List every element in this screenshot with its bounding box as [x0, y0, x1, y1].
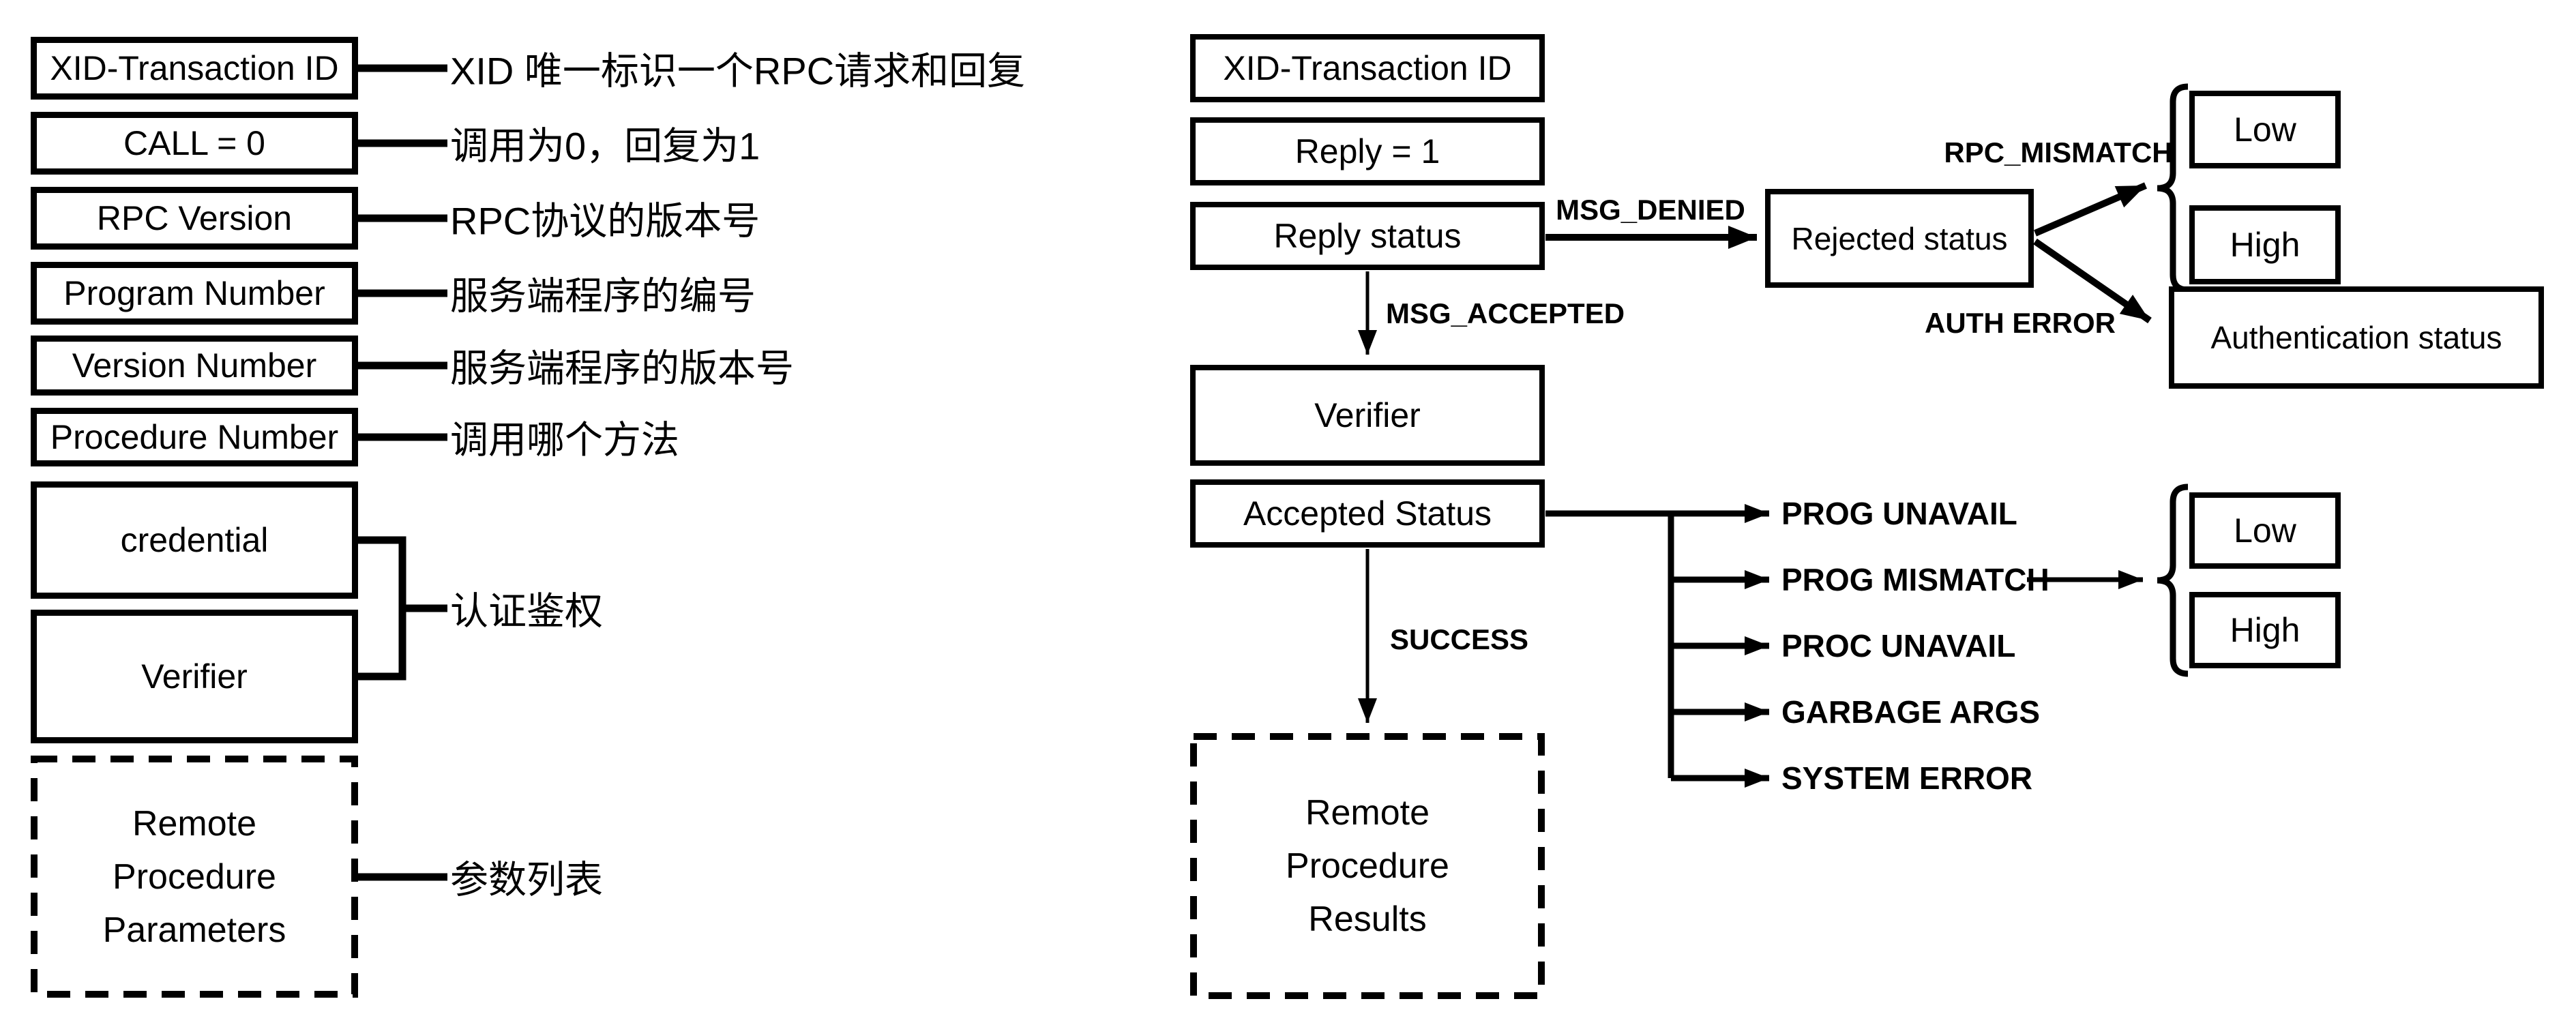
params-line-1: Remote: [132, 803, 257, 844]
box-program-number: Program Number: [31, 262, 358, 325]
box-accepted-status: Accepted Status: [1190, 479, 1545, 548]
branch-system-error: SYSTEM ERROR: [1781, 760, 2033, 796]
box-reply-1-label: Reply = 1: [1294, 132, 1440, 170]
box-rpc-version: RPC Version: [31, 187, 358, 250]
box-call-0-label: CALL = 0: [123, 124, 265, 162]
box-reply-status: Reply status: [1190, 202, 1545, 270]
dashed-box-remote-procedure-results: [1190, 733, 1545, 999]
box-xid-reply-label: XID-Transaction ID: [1223, 49, 1512, 87]
box-xid-reply: XID-Transaction ID: [1190, 34, 1545, 102]
box-procedure-number: Procedure Number: [31, 408, 358, 466]
box-rpc-version-label: RPC Version: [96, 199, 293, 237]
note-program-number: 服务端程序的编号: [450, 274, 756, 318]
results-line-1: Remote: [1305, 793, 1430, 833]
box-verifier-call: Verifier: [31, 610, 358, 743]
arrow-rpc-mismatch: [2034, 182, 2147, 237]
box-high-prog-mismatch-label: High: [2230, 611, 2300, 649]
box-verifier-reply-label: Verifier: [1314, 396, 1421, 434]
box-rejected-status: Rejected status: [1765, 189, 2034, 288]
branch-proc-unavail: PROC UNAVAIL: [1781, 628, 2016, 664]
note-parameters: 参数列表: [450, 858, 603, 902]
box-low-prog-mismatch-label: Low: [2234, 511, 2296, 550]
box-xid-call: XID-Transaction ID: [31, 37, 358, 100]
box-high-rpc-mismatch: High: [2189, 205, 2341, 284]
bracket-credential-verifier: [358, 536, 447, 681]
box-reply-1: Reply = 1: [1190, 117, 1545, 185]
params-line-2: Procedure: [113, 857, 276, 897]
box-low-rpc-mismatch-label: Low: [2234, 110, 2296, 149]
label-msg-denied: MSG_DENIED: [1556, 194, 1745, 226]
label-msg-accepted: MSG_ACCEPTED: [1386, 297, 1625, 329]
box-low-prog-mismatch: Low: [2189, 492, 2341, 569]
box-authentication-status: Authentication status: [2169, 286, 2544, 389]
note-xid: XID 唯一标识一个RPC请求和回复: [450, 49, 1026, 93]
box-accepted-status-label: Accepted Status: [1243, 494, 1492, 533]
box-version-number-label: Version Number: [72, 346, 317, 385]
note-procedure-number: 调用哪个方法: [450, 418, 679, 462]
box-remote-procedure-results: Remote Procedure Results: [1190, 733, 1545, 999]
box-high-prog-mismatch: High: [2189, 592, 2341, 668]
box-low-rpc-mismatch: Low: [2189, 91, 2341, 168]
box-reply-status-label: Reply status: [1273, 217, 1462, 255]
arrow-auth-error: [2033, 238, 2152, 324]
box-program-number-label: Program Number: [63, 274, 325, 312]
box-credential: credential: [31, 481, 358, 599]
box-verifier-reply: Verifier: [1190, 365, 1545, 466]
box-authentication-status-label: Authentication status: [2210, 320, 2502, 355]
brace-rpc-mismatch-range: [2157, 83, 2189, 293]
box-rejected-status-label: Rejected status: [1791, 220, 2008, 256]
brace-prog-mismatch-range: [2157, 483, 2189, 677]
branch-garbage-args: GARBAGE ARGS: [1781, 694, 2041, 730]
note-version-number: 服务端程序的版本号: [450, 346, 794, 390]
note-rpc-version: RPC协议的版本号: [450, 199, 760, 243]
box-credential-label: credential: [120, 521, 269, 559]
label-auth-error: AUTH ERROR: [1925, 307, 2116, 339]
results-line-2: Procedure: [1286, 846, 1449, 886]
box-version-number: Version Number: [31, 336, 358, 396]
box-call-0: CALL = 0: [31, 112, 358, 175]
results-line-3: Results: [1308, 899, 1427, 939]
note-call: 调用为0，回复为1: [450, 124, 760, 168]
dashed-box-remote-procedure-parameters: [31, 756, 358, 998]
box-verifier-call-label: Verifier: [141, 657, 248, 696]
box-high-rpc-mismatch-label: High: [2230, 226, 2300, 264]
branch-prog-unavail: PROG UNAVAIL: [1781, 496, 2017, 531]
box-xid-call-label: XID-Transaction ID: [50, 49, 339, 87]
box-remote-procedure-parameters: Remote Procedure Parameters: [31, 756, 358, 998]
label-rpc-mismatch: RPC_MISMATCH: [1944, 136, 2173, 168]
params-line-3: Parameters: [102, 910, 286, 950]
note-auth: 认证鉴权: [450, 589, 603, 633]
branch-trunk: [1545, 510, 1674, 778]
box-procedure-number-label: Procedure Number: [50, 418, 339, 456]
branch-prog-mismatch: PROG MISMATCH: [1781, 562, 2049, 597]
label-success: SUCCESS: [1390, 623, 1529, 655]
